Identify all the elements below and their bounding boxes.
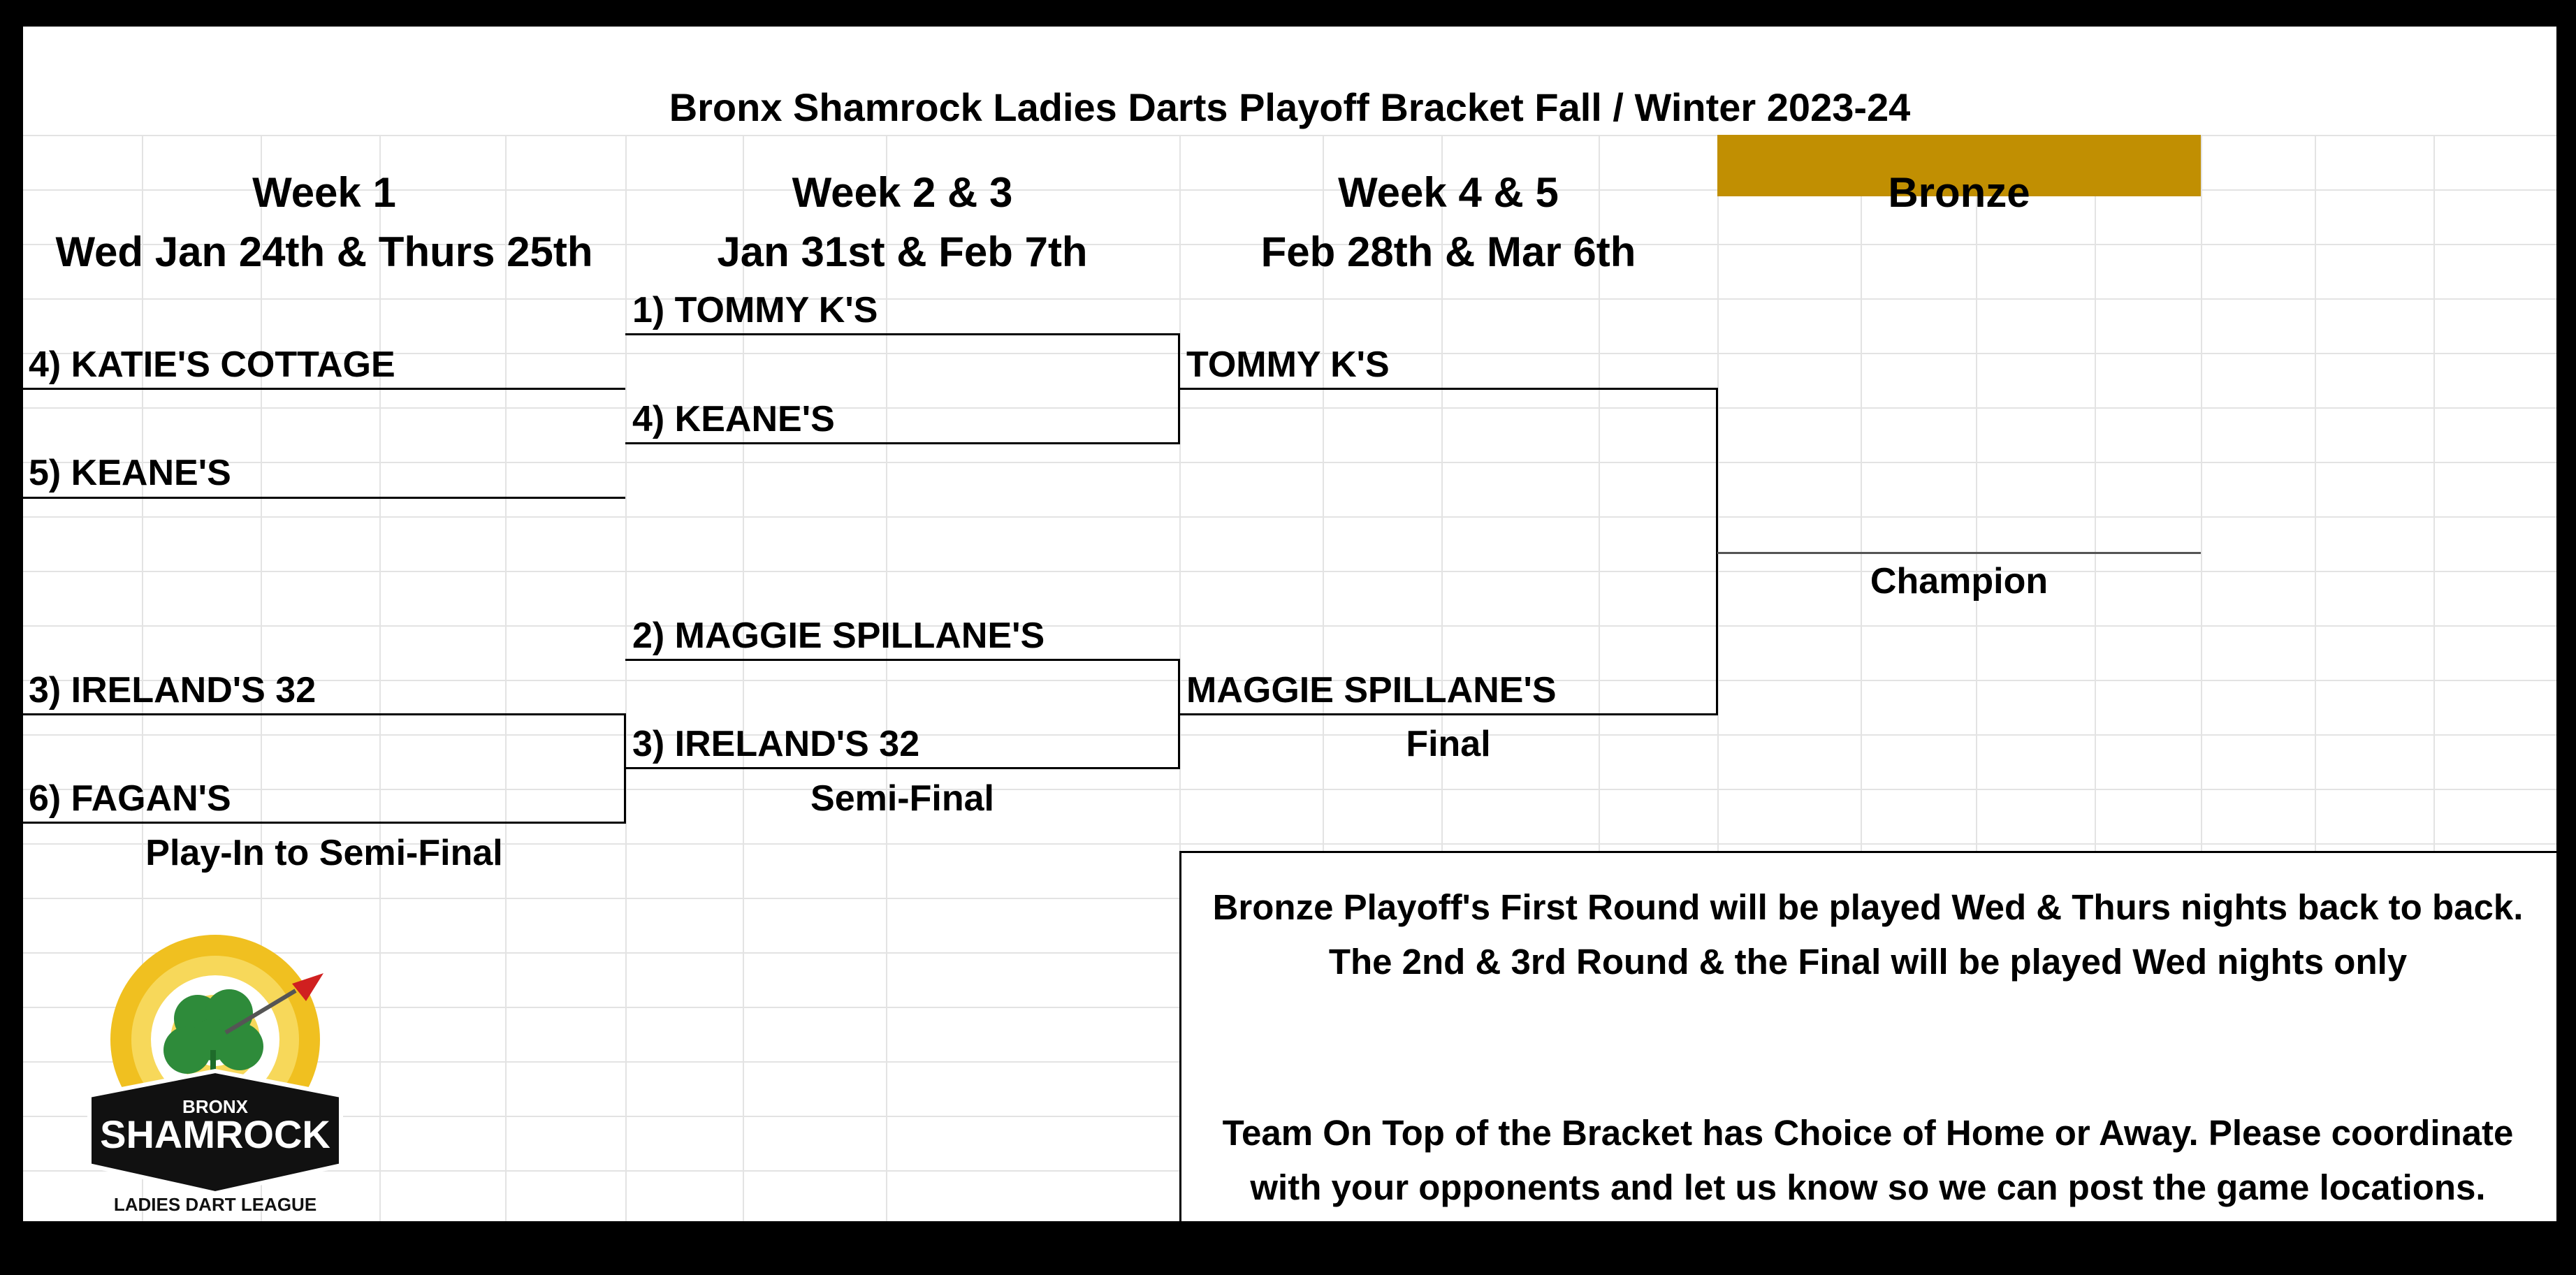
grid-column-line (142, 135, 143, 1221)
r3-team-1: TOMMY K'S (1186, 344, 1390, 385)
r1-round-label: Play-In to Semi-Final (145, 833, 503, 873)
grid-column-line (743, 135, 744, 1221)
bronze-label: Bronze (1888, 169, 2030, 216)
grid-row-line (23, 680, 2556, 681)
grid-column-line (2095, 135, 2096, 1221)
grid-column-line (1717, 135, 1719, 1221)
r3-line-2 (1179, 713, 1717, 715)
grid-column-line (1179, 135, 1181, 1221)
week1-dates: Wed Jan 24th & Thurs 25th (55, 228, 593, 275)
note-line-3: Team On Top of the Bracket has Choice of… (1222, 1113, 2514, 1153)
grid-row-line (23, 843, 2556, 845)
notes-box (1179, 851, 2556, 1221)
note-line-2: The 2nd & 3rd Round & the Final will be … (1328, 942, 2408, 982)
r1-line-2 (23, 497, 625, 499)
logo-main-text: SHAMROCK (100, 1112, 330, 1156)
grid-row-line (23, 298, 2556, 300)
grid-column-line (2433, 135, 2435, 1221)
r1-connector-bottom (624, 713, 626, 824)
grid-column-line (261, 135, 262, 1221)
grid-row-line (23, 407, 2556, 409)
bronx-shamrock-logo: BRONX SHAMROCK LADIES DART LEAGUE (87, 935, 343, 1214)
grid-column-line (505, 135, 507, 1221)
grid-row-line (23, 734, 2556, 736)
grid-column-line (625, 135, 627, 1221)
r2-team-3: 2) MAGGIE SPILLANE'S (632, 615, 1045, 656)
bracket-sheet: Bronx Shamrock Ladies Darts Playoff Brac… (23, 27, 2556, 1221)
r1-line-4 (23, 822, 625, 824)
r2-line-2 (625, 442, 1179, 444)
grid-row-line (23, 571, 2556, 572)
champion-line (1717, 552, 2201, 554)
r1-team-3: 3) IRELAND'S 32 (29, 670, 316, 711)
r2-round-label: Semi-Final (810, 778, 994, 819)
grid-column-line (886, 135, 887, 1221)
grid-row-line (23, 189, 2556, 191)
r2-line-3 (625, 659, 1179, 661)
grid-column-line (1976, 135, 1977, 1221)
week3-dates: Feb 28th & Mar 6th (1260, 228, 1636, 275)
logo-badge: BRONX SHAMROCK (87, 1068, 343, 1196)
grid-row-line (23, 625, 2556, 627)
grid-column-line (1323, 135, 1324, 1221)
dart-icon (224, 973, 323, 1035)
grid-row-line (23, 244, 2556, 245)
r1-line-3 (23, 713, 625, 715)
week2-dates: Jan 31st & Feb 7th (717, 228, 1088, 275)
r2-team-2: 4) KEANE'S (632, 399, 835, 439)
week1-header: Week 1 (252, 169, 396, 216)
grid-row-line (23, 789, 2556, 790)
r2-connector-bottom (1178, 659, 1180, 769)
r2-line-4 (625, 767, 1179, 769)
r1-team-4: 6) FAGAN'S (29, 778, 231, 819)
r3-connector (1716, 388, 1718, 715)
r2-connector-top (1178, 333, 1180, 444)
week3-header: Week 4 & 5 (1338, 169, 1559, 216)
logo-top-text: BRONX (182, 1096, 249, 1117)
r2-team-4: 3) IRELAND'S 32 (632, 724, 920, 764)
grid-column-line (2315, 135, 2316, 1221)
r2-line-1 (625, 333, 1179, 335)
note-line-4: with your opponents and let us know so w… (1250, 1167, 2486, 1207)
bronze-division-tab (1717, 135, 2201, 196)
r2-team-1: 1) TOMMY K'S (632, 290, 878, 330)
champion-label: Champion (1870, 561, 2049, 602)
r1-team-1: 4) KATIE'S COTTAGE (29, 344, 395, 385)
page-title: Bronx Shamrock Ladies Darts Playoff Brac… (669, 85, 1911, 129)
note-line-1: Bronze Playoff's First Round will be pla… (1212, 887, 2524, 927)
r3-round-label: Final (1406, 724, 1491, 764)
week2-header: Week 2 & 3 (792, 169, 1013, 216)
grid-column-line (1861, 135, 1862, 1221)
grid-row-line (23, 353, 2556, 354)
grid-row-line (23, 462, 2556, 463)
r3-line-1 (1179, 388, 1717, 390)
grid-column-line (1599, 135, 1600, 1221)
logo-bottom-text: LADIES DART LEAGUE (114, 1194, 316, 1214)
r1-line-1 (23, 388, 625, 390)
grid-row-line (23, 135, 2556, 136)
grid-column-line (2201, 135, 2202, 1221)
r3-team-2: MAGGIE SPILLANE'S (1186, 670, 1557, 711)
grid-column-line (379, 135, 381, 1221)
r1-team-2: 5) KEANE'S (29, 453, 231, 493)
grid-column-line (1441, 135, 1443, 1221)
grid-row-line (23, 516, 2556, 518)
